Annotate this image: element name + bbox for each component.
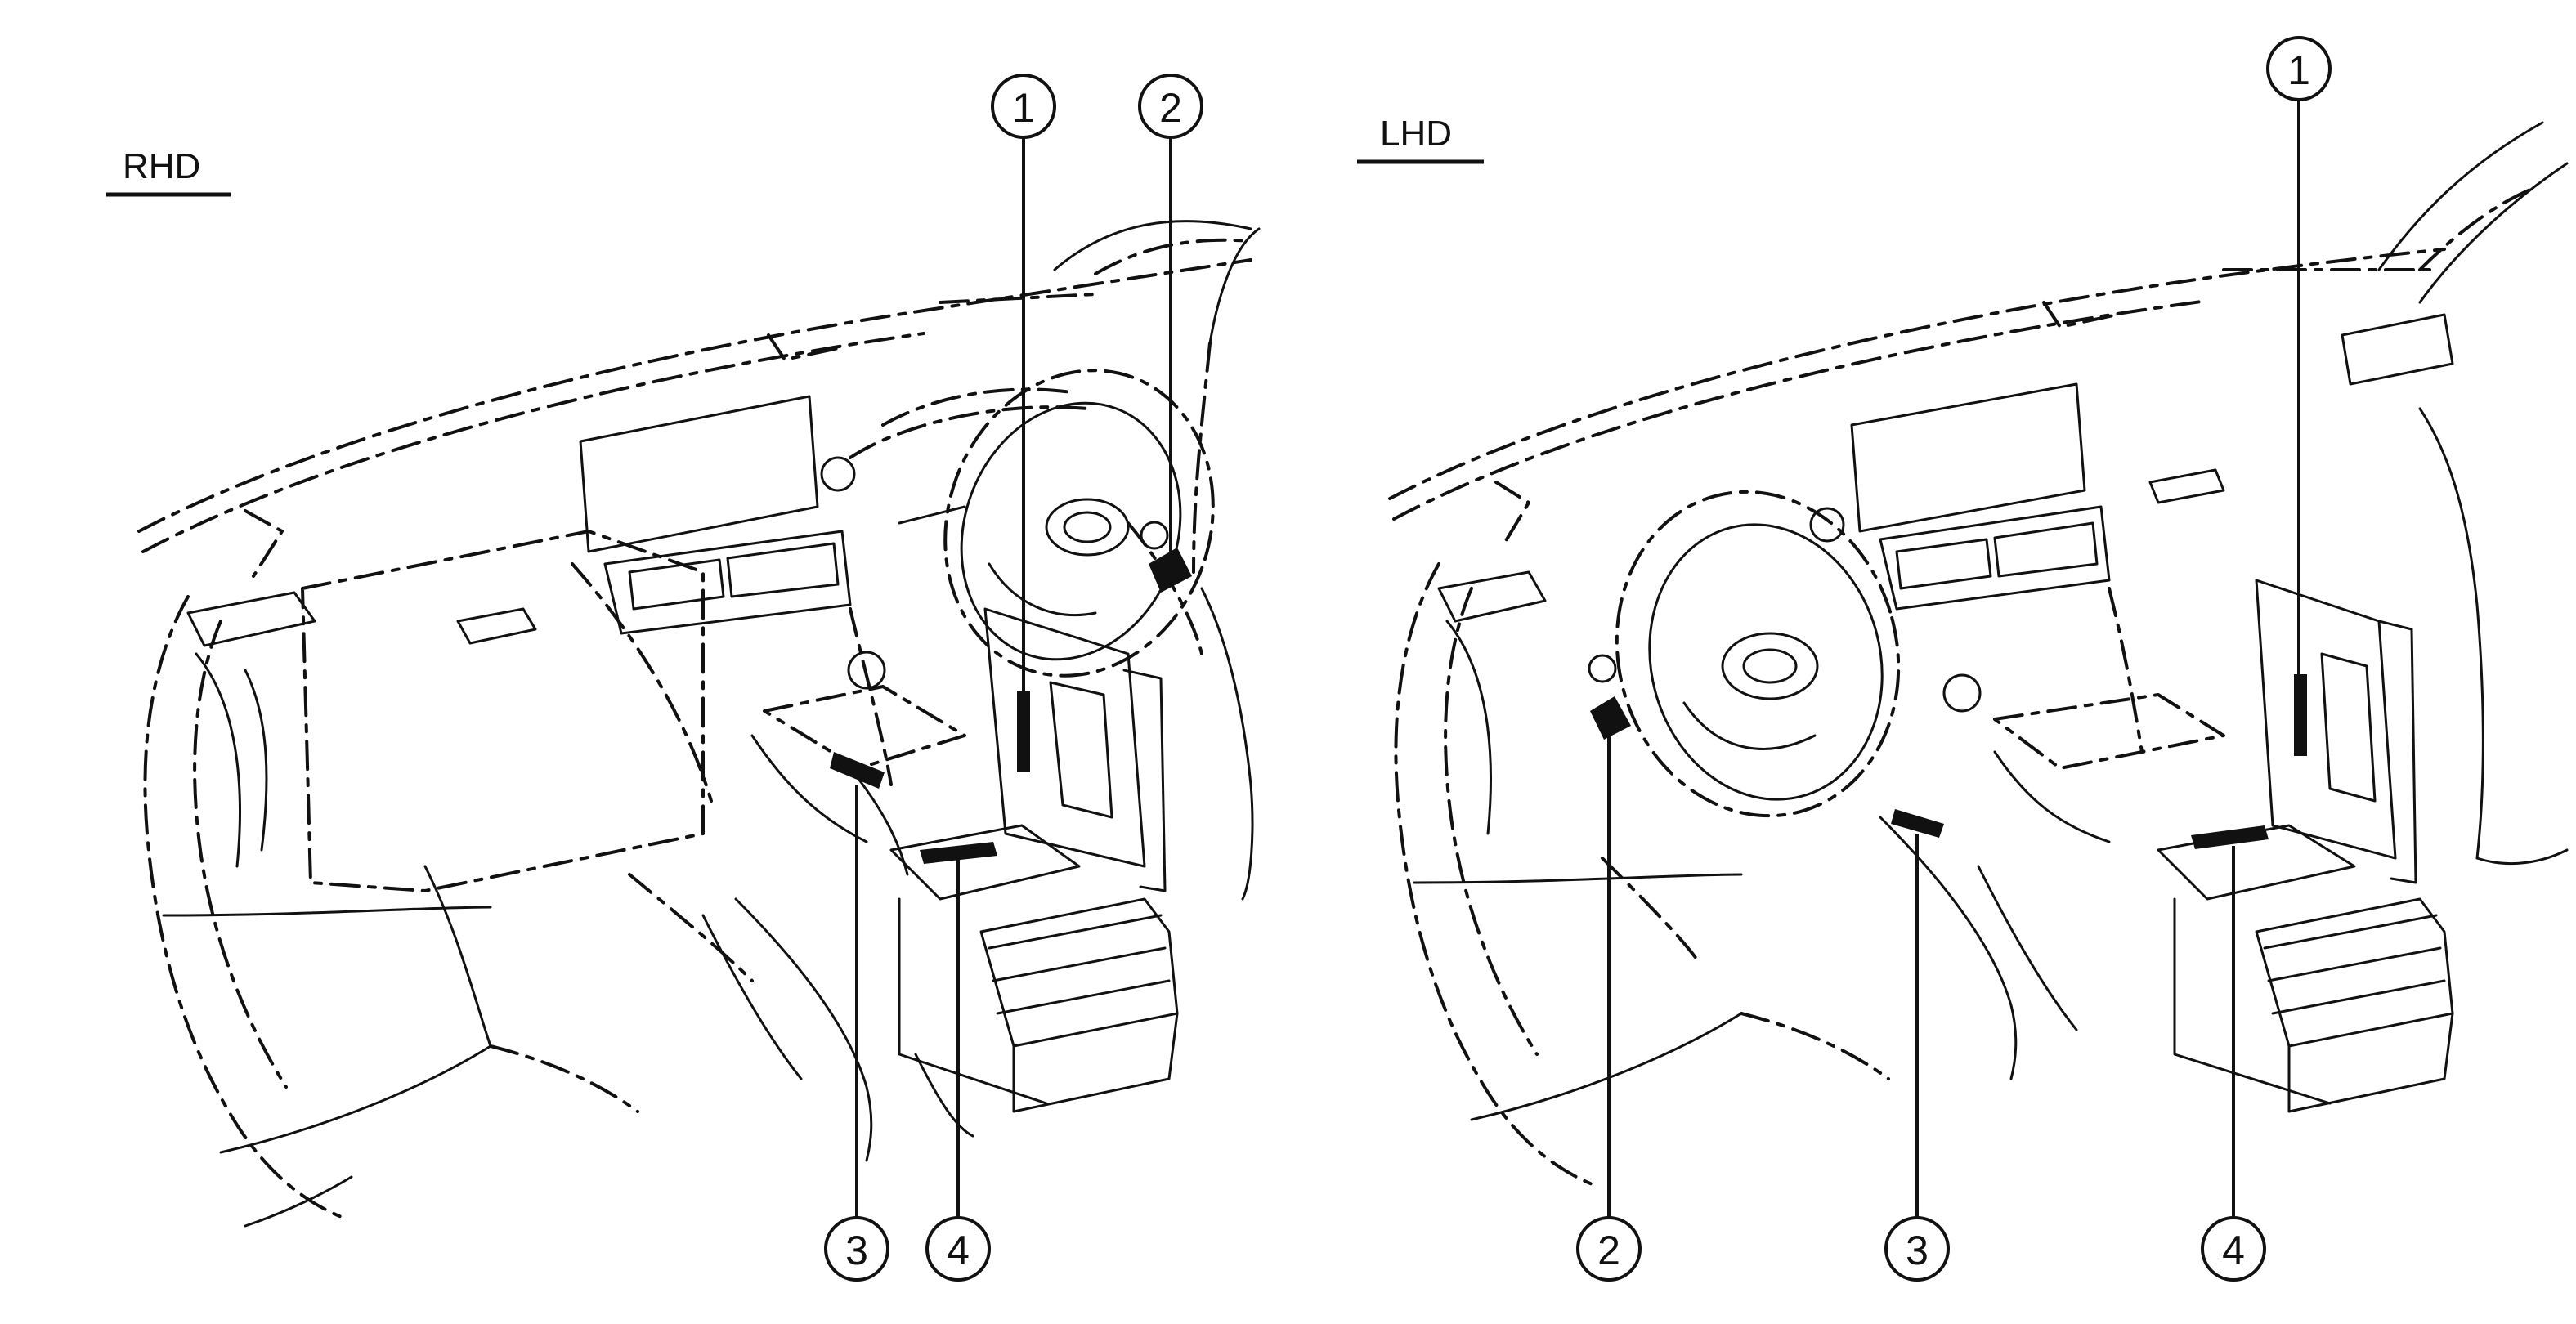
part-marker-lhd-4 <box>2191 825 2269 849</box>
dashboard-outline-lhd <box>1388 121 2569 1187</box>
callout-lhd-4: 4 <box>2201 1216 2266 1282</box>
callout-number: 2 <box>1597 1228 1620 1273</box>
part-marker-rhd-4 <box>920 842 997 864</box>
callouts-rhd: 1 2 3 4 <box>824 74 1203 1282</box>
callout-number: 1 <box>2287 47 2310 93</box>
callout-rhd-3: 3 <box>824 1216 889 1282</box>
part-markers-lhd <box>1590 674 2307 849</box>
part-marker-rhd-2 <box>1149 548 1192 593</box>
part-marker-lhd-1 <box>2294 674 2307 756</box>
part-marker-rhd-1 <box>1017 691 1030 772</box>
panel-label-lhd: LHD <box>1380 114 1452 154</box>
panel-label-rhd: RHD <box>123 146 200 186</box>
callout-lhd-2: 2 <box>1576 1216 1642 1282</box>
callout-number: 2 <box>1159 85 1182 131</box>
callout-lhd-1: 1 <box>2266 36 2332 101</box>
part-marker-lhd-3 <box>1891 809 1944 838</box>
part-marker-lhd-2 <box>1590 696 1631 740</box>
callout-rhd-2: 2 <box>1138 74 1203 139</box>
callout-number: 3 <box>1906 1228 1929 1273</box>
callout-rhd-4: 4 <box>925 1216 991 1282</box>
part-markers-rhd <box>830 548 1192 864</box>
callout-number: 1 <box>1012 85 1035 131</box>
leader-lines-rhd <box>855 137 1172 1218</box>
callout-number: 4 <box>947 1228 970 1273</box>
panel-rhd: RHD <box>106 74 1261 1282</box>
callout-lhd-3: 3 <box>1884 1216 1950 1282</box>
leader-lines-lhd <box>1607 100 2300 1218</box>
dashboard-outline-rhd <box>137 220 1261 1228</box>
callout-number: 3 <box>845 1228 868 1273</box>
part-marker-rhd-3 <box>830 752 885 789</box>
callout-number: 4 <box>2222 1228 2245 1273</box>
callouts-lhd: 1 2 3 4 <box>1576 36 2332 1282</box>
panel-lhd: LHD <box>1357 36 2569 1282</box>
callout-rhd-1: 1 <box>991 74 1056 139</box>
